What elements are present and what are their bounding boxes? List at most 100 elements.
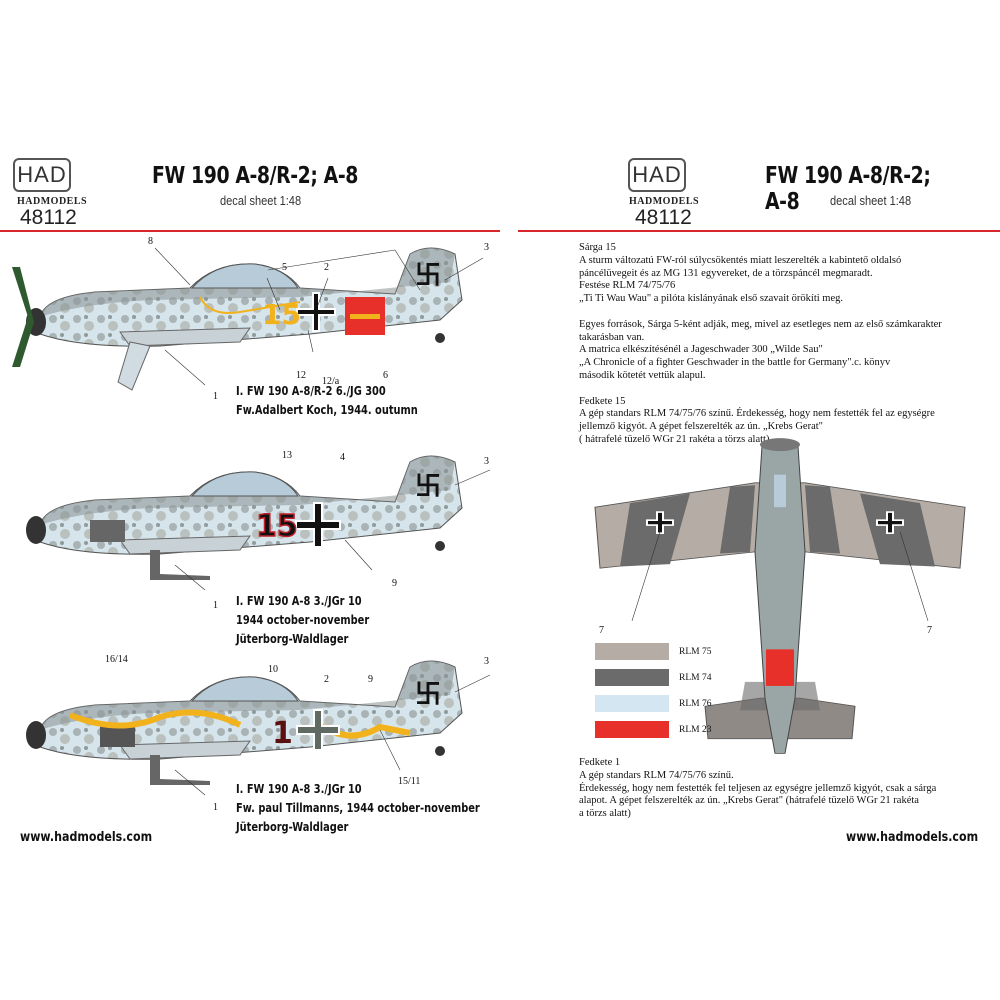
callout: 13 [282,450,292,461]
caption-plane-3: I. FW 190 A-8 3./JGr 10 Fw. paul Tillman… [236,780,480,837]
page-subtitle: decal sheet 1:48 [220,193,302,208]
swastika-marking: 卐 [415,679,441,709]
swastika-marking: 卐 [415,260,441,290]
swastika-marking: 卐 [415,471,441,501]
note-line: „A Chronicle of a fighter Geschwader in … [579,357,891,369]
note-line: Fedkete 15 [579,395,626,407]
note-line: A gép standars RLM 74/75/76 színű. Érdek… [579,408,935,420]
caption-line: Fw. paul Tillmanns, 1944 october-novembe… [236,801,480,815]
balkenkreuz [296,709,340,751]
legend-label: RLM 75 [679,646,712,657]
page-subtitle: decal sheet 1:48 [830,193,912,208]
callout: 7 [599,625,604,636]
note-line: páncélüvegeit és az MG 131 egyvereket, d… [579,267,873,279]
legend-item: RLM 76 [595,695,711,712]
rlm23-band [766,649,794,686]
website-link-right[interactable]: www.hadmodels.com [846,830,979,845]
caption-line: Jüterborg-Waldlager [236,632,349,646]
note-line: Egyes források, Sárga 5-ként adják, meg,… [579,318,942,330]
website-link-left[interactable]: www.hadmodels.com [20,830,153,845]
side-profiles: 卐 15 卐 15 卐 1 [12,247,491,796]
callout: 3 [484,456,489,467]
legend-label: RLM 74 [679,672,712,683]
callout: 7 [927,625,932,636]
callout: 5 [282,262,287,273]
number-marking: 15 [256,509,298,544]
callout: 8 [148,236,153,247]
brand-name: HADMODELS [17,196,88,207]
callout: 3 [484,242,489,253]
note-line: második kötetét vettük alapul. [579,369,706,381]
callout: 12 [296,370,306,381]
legend-item: RLM 75 [595,643,711,660]
note-line: Festése RLM 74/75/76 [579,280,676,292]
color-swatch [595,643,669,660]
note-line: „Ti Ti Wau Wau" a pilóta kislányának els… [579,293,844,305]
callout: 12/a [322,376,340,387]
paragraph-gap [579,383,989,396]
note-line: takarásban van. [579,331,645,343]
callout: 16/14 [105,654,128,665]
callout: 1 [213,600,218,611]
color-swatch [595,669,669,686]
callout: 9 [368,674,373,685]
had-logo: HAD [628,158,686,192]
color-swatch [595,695,669,712]
note-line: alapot. A gépet felszerelték az ún. „Kre… [579,795,919,807]
header-divider [0,230,500,232]
caption-plane-1: I. FW 190 A-8/R-2 6./JG 300 Fw.Adalbert … [236,382,418,420]
number-marking: 1 [272,716,293,751]
wing-cross-left [646,511,674,534]
propeller [12,267,34,367]
color-legend: RLM 75 RLM 74 RLM 76 RLM 23 [595,643,711,747]
balkenkreuz [296,292,336,332]
page-title: FW 190 A-8/R-2; A-8 [765,163,931,215]
paragraph-gap [579,306,989,319]
brand-name: HADMODELS [629,196,700,207]
caption-line: 1944 october-november [236,613,370,627]
caption-line: I. FW 190 A-8 3./JGr 10 [236,782,362,796]
wing-cross-right [876,511,904,534]
callout: 2 [324,674,329,685]
callout: 9 [392,578,397,589]
product-code: 48112 [20,206,77,229]
callout: 1 [213,391,218,402]
callout: 4 [340,452,345,463]
caption-plane-2: I. FW 190 A-8 3./JGr 10 1944 october-nov… [236,592,369,649]
caption-line: Fw.Adalbert Koch, 1944. outumn [236,403,418,417]
note-line: A matrica elkészítésénél a Jageschwader … [579,344,823,356]
callout: 2 [324,262,329,273]
had-logo: HAD [13,158,71,192]
product-code: 48112 [635,206,692,229]
note-line: A gép standars RLM 74/75/76 színű. [579,769,734,781]
note-line: a törzs alatt) [579,808,631,820]
profile-plane-3: 卐 1 [25,660,463,785]
number-marking: 15 [262,298,301,331]
note-line: jellemző kigyót. A gépet felszerelték az… [579,421,823,433]
top-view-plane [594,438,966,754]
callout: 15/11 [398,776,421,787]
balkenkreuz [295,502,341,548]
legend-label: RLM 76 [679,698,712,709]
color-swatch [595,721,669,738]
note-line: ( hátrafelé tüzelő WGr 21 rakéta a törzs… [579,433,770,445]
legend-item: RLM 74 [595,669,711,686]
header-divider [518,230,1000,232]
callout: 6 [383,370,388,381]
profile-plane-2: 卐 15 [25,455,463,580]
caption-line: I. FW 190 A-8/R-2 6./JG 300 [236,384,386,398]
note-line: A sturm változatú FW-ról súlycsökentés m… [579,254,902,266]
callout: 10 [268,664,278,675]
note-line: Sárga 15 [579,242,616,253]
note-line: Fedkete 1 [579,757,621,768]
caption-line: Jüterborg-Waldlager [236,820,349,834]
note-line: Érdekesség, hogy nem festették fel telje… [579,782,937,794]
caption-line: I. FW 190 A-8 3./JGr 10 [236,594,362,608]
callout: 1 [213,802,218,813]
page-title: FW 190 A-8/R-2; A-8 [152,163,358,189]
callout: 3 [484,656,489,667]
profile-plane-1: 卐 15 [12,247,463,391]
legend-item: RLM 23 [595,721,711,738]
